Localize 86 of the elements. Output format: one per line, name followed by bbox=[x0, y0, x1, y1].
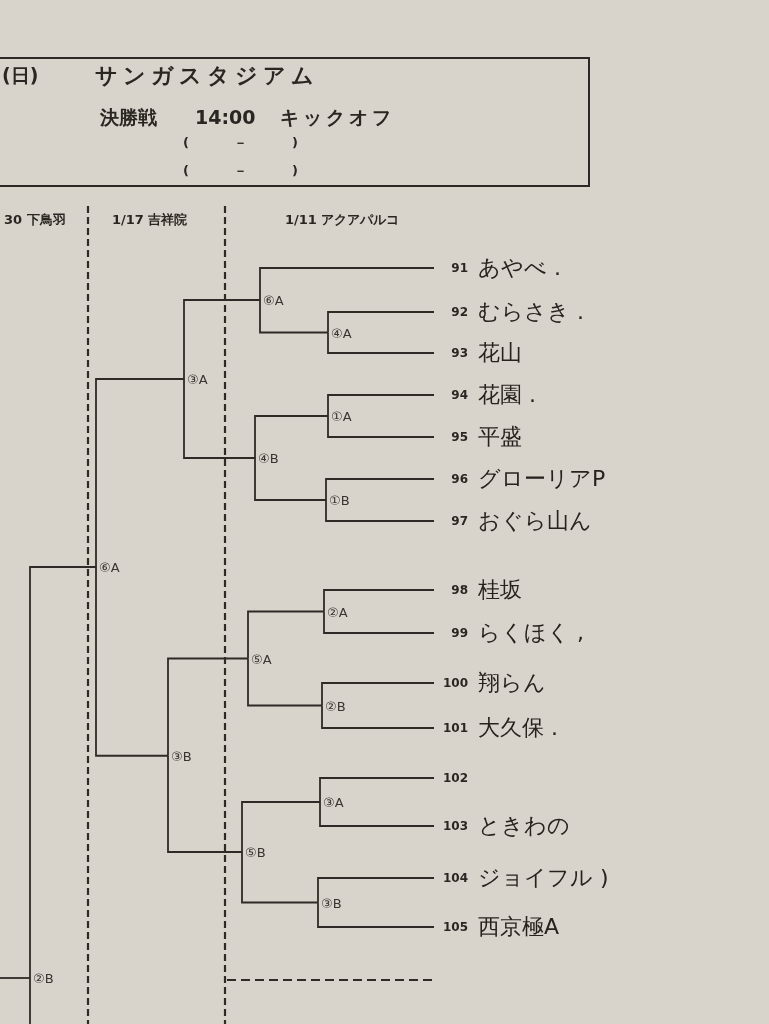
seed-number: 101 bbox=[441, 722, 468, 734]
match-label: ③A bbox=[320, 794, 344, 810]
seed-number: 103 bbox=[441, 820, 468, 832]
bracket-line bbox=[323, 610, 435, 634]
handwritten-team-name: グローリアP bbox=[478, 468, 606, 490]
seed-number: 91 bbox=[450, 262, 468, 274]
bracket-line bbox=[183, 378, 256, 459]
bracket-line bbox=[95, 378, 185, 568]
match-label: ⑥A bbox=[260, 292, 284, 308]
column-header-text: 30 下鳥羽 bbox=[4, 212, 66, 229]
match-label: ④A bbox=[328, 325, 352, 340]
seed-number: 94 bbox=[450, 389, 468, 401]
match-label: ①B bbox=[326, 492, 350, 508]
bracket-line bbox=[254, 457, 327, 501]
handwritten-team-name: 花山 bbox=[478, 342, 522, 364]
match-label: ②B bbox=[322, 698, 346, 713]
score-fill-in-field: ( － ) bbox=[183, 163, 314, 180]
bracket-line bbox=[327, 415, 435, 438]
bracket-line bbox=[317, 877, 435, 904]
seed-number: 100 bbox=[441, 677, 468, 689]
bracket-line bbox=[317, 901, 435, 928]
bracket-line bbox=[321, 704, 435, 729]
kickoff-text: キックオフ bbox=[280, 106, 395, 130]
bracket-line bbox=[247, 610, 325, 660]
bracket-line bbox=[167, 754, 243, 853]
bracket-line bbox=[95, 566, 169, 757]
bracket-line bbox=[321, 682, 435, 707]
column-header-text: 1/11 アクアパルコ bbox=[285, 212, 400, 229]
match-label: ③B bbox=[318, 895, 342, 910]
match-label: ③B bbox=[168, 748, 192, 764]
seed-number: 102 bbox=[441, 772, 468, 784]
handwritten-team-name: おぐら山ん bbox=[478, 510, 592, 532]
match-label: ①A bbox=[328, 408, 352, 424]
bracket-line bbox=[247, 657, 323, 707]
bracket-line bbox=[29, 977, 31, 1024]
seed-number: 97 bbox=[450, 515, 468, 527]
handwritten-team-name: 平盛 bbox=[478, 426, 522, 448]
handwritten-team-name: 西京極A bbox=[478, 916, 560, 938]
bracket-line bbox=[167, 657, 249, 757]
seed-number: 105 bbox=[441, 921, 468, 933]
handwritten-team-name: らくほく , bbox=[478, 622, 584, 644]
bracket-line bbox=[0, 977, 31, 979]
seed-number: 96 bbox=[450, 473, 468, 485]
match-label: ②B bbox=[30, 970, 54, 986]
match-label: ③A bbox=[184, 371, 208, 387]
bracket-line bbox=[325, 478, 435, 501]
bracket-line bbox=[259, 299, 329, 334]
bracket-line bbox=[254, 415, 329, 459]
venue-name: サンガスタジアム bbox=[95, 62, 319, 90]
bracket-line bbox=[323, 589, 435, 613]
bracket-line bbox=[327, 394, 435, 417]
handwritten-team-name: ときわの bbox=[478, 815, 570, 837]
bracket-line bbox=[325, 499, 435, 522]
seed-number: 93 bbox=[450, 347, 468, 359]
column-header-text: 1/17 吉祥院 bbox=[112, 212, 188, 229]
bracket-line bbox=[327, 311, 435, 334]
bracket-line bbox=[241, 801, 321, 853]
seed-number: 92 bbox=[450, 306, 468, 318]
bracket-line bbox=[319, 801, 435, 827]
handwritten-team-name: あやべ . bbox=[478, 257, 561, 279]
match-label: ⑤A bbox=[248, 651, 272, 666]
seed-number: 104 bbox=[441, 872, 468, 884]
handwritten-team-name: 大久保 . bbox=[478, 717, 558, 739]
bracket-line bbox=[29, 566, 97, 979]
handwritten-team-name: 桂坂 bbox=[478, 579, 522, 601]
handwritten-team-name: 翔らん bbox=[478, 672, 546, 694]
handwritten-team-name: むらさき . bbox=[478, 301, 584, 323]
seed-number: 99 bbox=[450, 627, 468, 639]
bracket-line bbox=[183, 299, 261, 380]
handwritten-team-name: ジョイフル ) bbox=[478, 867, 609, 889]
header-box bbox=[0, 57, 590, 187]
kickoff-time: 14:00 bbox=[195, 106, 256, 130]
seed-number: 98 bbox=[450, 584, 468, 596]
bracket-line bbox=[259, 267, 435, 301]
day-of-week-text: (日) bbox=[2, 64, 39, 88]
match-label: ④B bbox=[255, 450, 279, 466]
bracket-line bbox=[327, 331, 435, 354]
match-round-title: 決勝戦 bbox=[100, 106, 157, 130]
match-label: ⑤B bbox=[242, 844, 266, 860]
match-label: ⑥A bbox=[96, 559, 120, 575]
score-fill-in-field: ( － ) bbox=[183, 135, 314, 152]
match-label: ②A bbox=[324, 604, 348, 619]
bracket-line bbox=[319, 777, 435, 803]
bracket-line bbox=[241, 851, 319, 904]
handwritten-team-name: 花園 . bbox=[478, 384, 536, 406]
seed-number: 95 bbox=[450, 431, 468, 443]
